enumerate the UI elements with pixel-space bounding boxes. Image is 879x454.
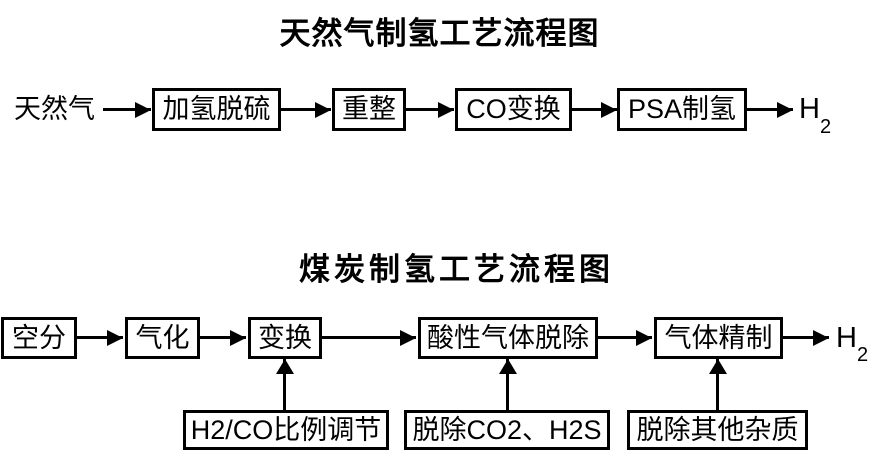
box-other-impurities-removal: 脱除其他杂质 bbox=[627, 410, 808, 450]
box-gasification: 气化 bbox=[125, 317, 200, 359]
arrow-up-icon bbox=[506, 359, 509, 410]
arrow-right-icon bbox=[200, 329, 246, 346]
box-psa-hydrogen: PSA制氢 bbox=[617, 88, 747, 131]
arrow-up-icon bbox=[716, 359, 719, 410]
diagram2-title: 煤炭制氢工艺流程图 bbox=[299, 252, 614, 287]
arrow-up-icon bbox=[283, 359, 286, 410]
arrow-right-icon bbox=[598, 329, 652, 346]
arrow-right-icon bbox=[103, 101, 151, 118]
box-acid-gas-removal: 酸性气体脱除 bbox=[418, 317, 598, 359]
box-air-separation: 空分 bbox=[1, 317, 77, 359]
diagram1-input-label: 天然气 bbox=[14, 94, 95, 124]
box-co-shift: CO变换 bbox=[455, 88, 572, 131]
arrow-right-icon bbox=[322, 329, 416, 346]
hydrogen-symbol: H bbox=[836, 321, 857, 354]
hydrogen-subscript: 2 bbox=[856, 344, 869, 366]
box-shift-conversion: 变换 bbox=[248, 317, 322, 359]
box-gas-purification: 气体精制 bbox=[654, 317, 783, 359]
box-co2-h2s-removal: 脱除CO2、H2S bbox=[404, 410, 610, 450]
arrow-right-icon bbox=[747, 101, 793, 118]
box-reforming: 重整 bbox=[332, 88, 406, 131]
diagram1-title: 天然气制氢工艺流程图 bbox=[279, 16, 600, 51]
hydrogen-subscript: 2 bbox=[819, 116, 832, 138]
arrow-right-icon bbox=[572, 101, 617, 118]
hydrogen-symbol: H bbox=[799, 93, 820, 125]
arrow-right-icon bbox=[281, 101, 331, 118]
box-h2-co-ratio-adjustment: H2/CO比例调节 bbox=[183, 410, 389, 450]
box-hydrodesulfurization: 加氢脱硫 bbox=[152, 88, 281, 131]
arrow-right-icon bbox=[406, 101, 454, 118]
arrow-right-icon bbox=[783, 329, 829, 346]
arrow-right-icon bbox=[77, 329, 123, 346]
